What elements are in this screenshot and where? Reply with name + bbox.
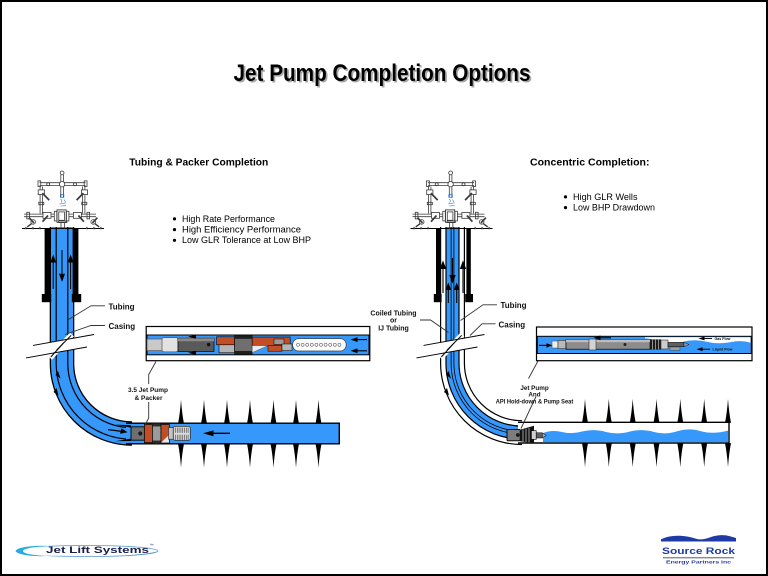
svg-text:High Efficiency Performance: High Efficiency Performance bbox=[182, 225, 301, 235]
svg-text:Tubing & Packer Completion: Tubing & Packer Completion bbox=[129, 158, 268, 169]
svg-text:Jet Pump: Jet Pump bbox=[520, 385, 548, 392]
svg-text:And: And bbox=[528, 392, 540, 399]
svg-text:Casing: Casing bbox=[499, 320, 526, 329]
svg-text:Liquid Flow: Liquid Flow bbox=[713, 348, 733, 352]
svg-text:Low BHP Drawdown: Low BHP Drawdown bbox=[573, 203, 655, 213]
svg-text:IJ Tubing: IJ Tubing bbox=[378, 326, 409, 333]
svg-text:Tubing: Tubing bbox=[109, 302, 135, 311]
svg-text:Concentric Completion:: Concentric Completion: bbox=[530, 158, 650, 169]
svg-text:™: ™ bbox=[150, 543, 154, 548]
svg-text:3.5 Jet Pump: 3.5 Jet Pump bbox=[128, 387, 168, 394]
svg-text:Jet Lift Systems: Jet Lift Systems bbox=[46, 545, 149, 555]
svg-text:High Rate Performance: High Rate Performance bbox=[182, 214, 275, 224]
svg-text:Jet Pump Completion Options: Jet Pump Completion Options bbox=[234, 60, 531, 87]
svg-text:High GLR Wells: High GLR Wells bbox=[573, 192, 638, 202]
svg-text:Gas Flow: Gas Flow bbox=[715, 337, 731, 341]
svg-text:Tubing: Tubing bbox=[501, 301, 527, 310]
svg-text:or: or bbox=[390, 318, 397, 325]
svg-text:Low GLR Tolerance at Low BHP: Low GLR Tolerance at Low BHP bbox=[182, 235, 311, 245]
svg-text:API Hold-down & Pump Seat: API Hold-down & Pump Seat bbox=[496, 398, 574, 405]
svg-text:& Packer: & Packer bbox=[135, 395, 163, 402]
svg-text:Source Rock: Source Rock bbox=[662, 546, 736, 557]
svg-text:Coiled Tubing: Coiled Tubing bbox=[370, 311, 416, 318]
svg-text:Casing: Casing bbox=[109, 322, 136, 331]
svg-text:Energy Partners Inc: Energy Partners Inc bbox=[666, 560, 732, 565]
svg-text:Jet Pump Completion Options: Jet Pump Completion Options bbox=[235, 62, 532, 89]
